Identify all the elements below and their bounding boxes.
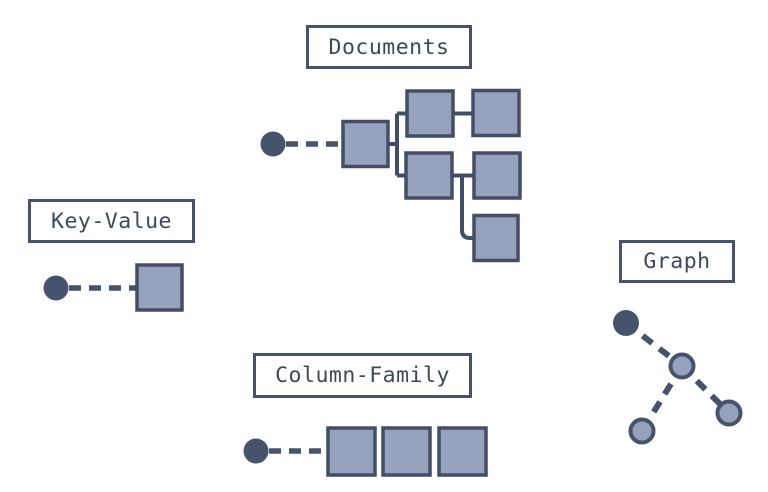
graph-leaf-node-left	[628, 417, 656, 445]
column-family-box-1	[326, 426, 377, 477]
column-family-key-node	[243, 438, 269, 464]
documents-box-mid-right	[472, 151, 522, 200]
column-family-label-text: Column-Family	[275, 363, 450, 388]
column-family-label: Column-Family	[253, 353, 472, 398]
documents-root-box	[341, 119, 390, 169]
documents-diagram	[260, 88, 522, 263]
documents-key-node	[260, 131, 286, 157]
graph-key-node	[613, 310, 639, 336]
documents-label-text: Documents	[328, 34, 450, 60]
graph-label-text: Graph	[643, 249, 711, 274]
documents-tree-connectors	[388, 111, 474, 240]
documents-box-top-right	[471, 88, 521, 138]
key-value-label: Key-Value	[28, 199, 195, 243]
key-value-key-node	[43, 275, 69, 301]
documents-label: Documents	[306, 25, 472, 69]
key-value-value-box	[135, 263, 184, 312]
graph-diagram	[613, 310, 743, 445]
documents-box-bottom	[472, 213, 520, 263]
graph-hub-node	[668, 352, 696, 380]
graph-label: Graph	[619, 240, 735, 283]
key-value-label-text: Key-Value	[51, 208, 172, 234]
column-family-diagram	[243, 426, 488, 477]
documents-box-mid-left	[404, 151, 454, 200]
column-family-box-3	[437, 426, 488, 477]
documents-box-top-left	[405, 89, 455, 138]
column-family-box-2	[381, 426, 432, 477]
key-value-diagram	[43, 263, 184, 312]
graph-leaf-node-right	[715, 399, 743, 427]
